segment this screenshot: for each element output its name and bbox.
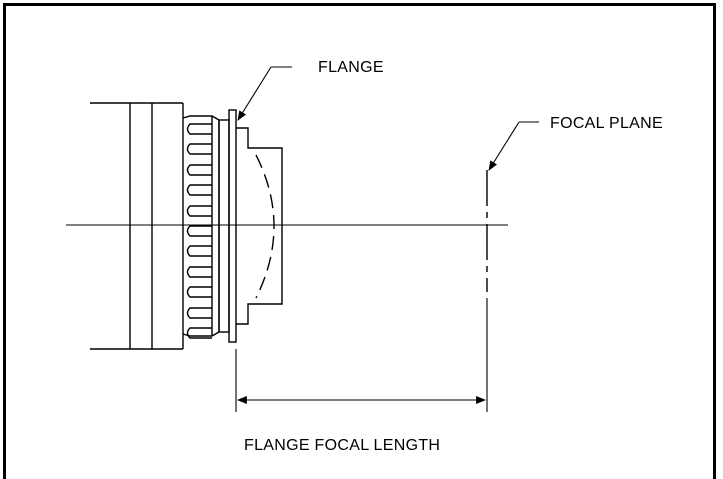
- knurl-ridge: [186, 327, 212, 339]
- knurl-ridge: [186, 286, 212, 298]
- rear-element: [236, 127, 283, 325]
- knurl-ridge: [186, 164, 212, 176]
- lens-barrel: [90, 102, 184, 350]
- knurl-ridge: [186, 307, 212, 319]
- knurl-ridge: [186, 184, 212, 196]
- knurl-ridge: [186, 266, 212, 278]
- flange-focal-length-label: FLANGE FOCAL LENGTH: [244, 437, 440, 454]
- flange-leader: [237, 66, 292, 121]
- knurl-ridge: [186, 143, 212, 155]
- knurl-ridge: [186, 123, 212, 135]
- drawing-frame: [3, 3, 716, 479]
- knurl-ridge: [186, 245, 212, 257]
- flange-label: FLANGE: [318, 59, 384, 76]
- focus-ring: [182, 115, 220, 339]
- focal-plane-label: FOCAL PLANE: [550, 115, 663, 132]
- knurl-ridge: [186, 205, 212, 217]
- focal-plane-leader: [488, 121, 539, 171]
- knurl-ridge: [186, 225, 212, 237]
- flange-plate: [218, 109, 237, 343]
- knurl-ridges: [186, 123, 212, 339]
